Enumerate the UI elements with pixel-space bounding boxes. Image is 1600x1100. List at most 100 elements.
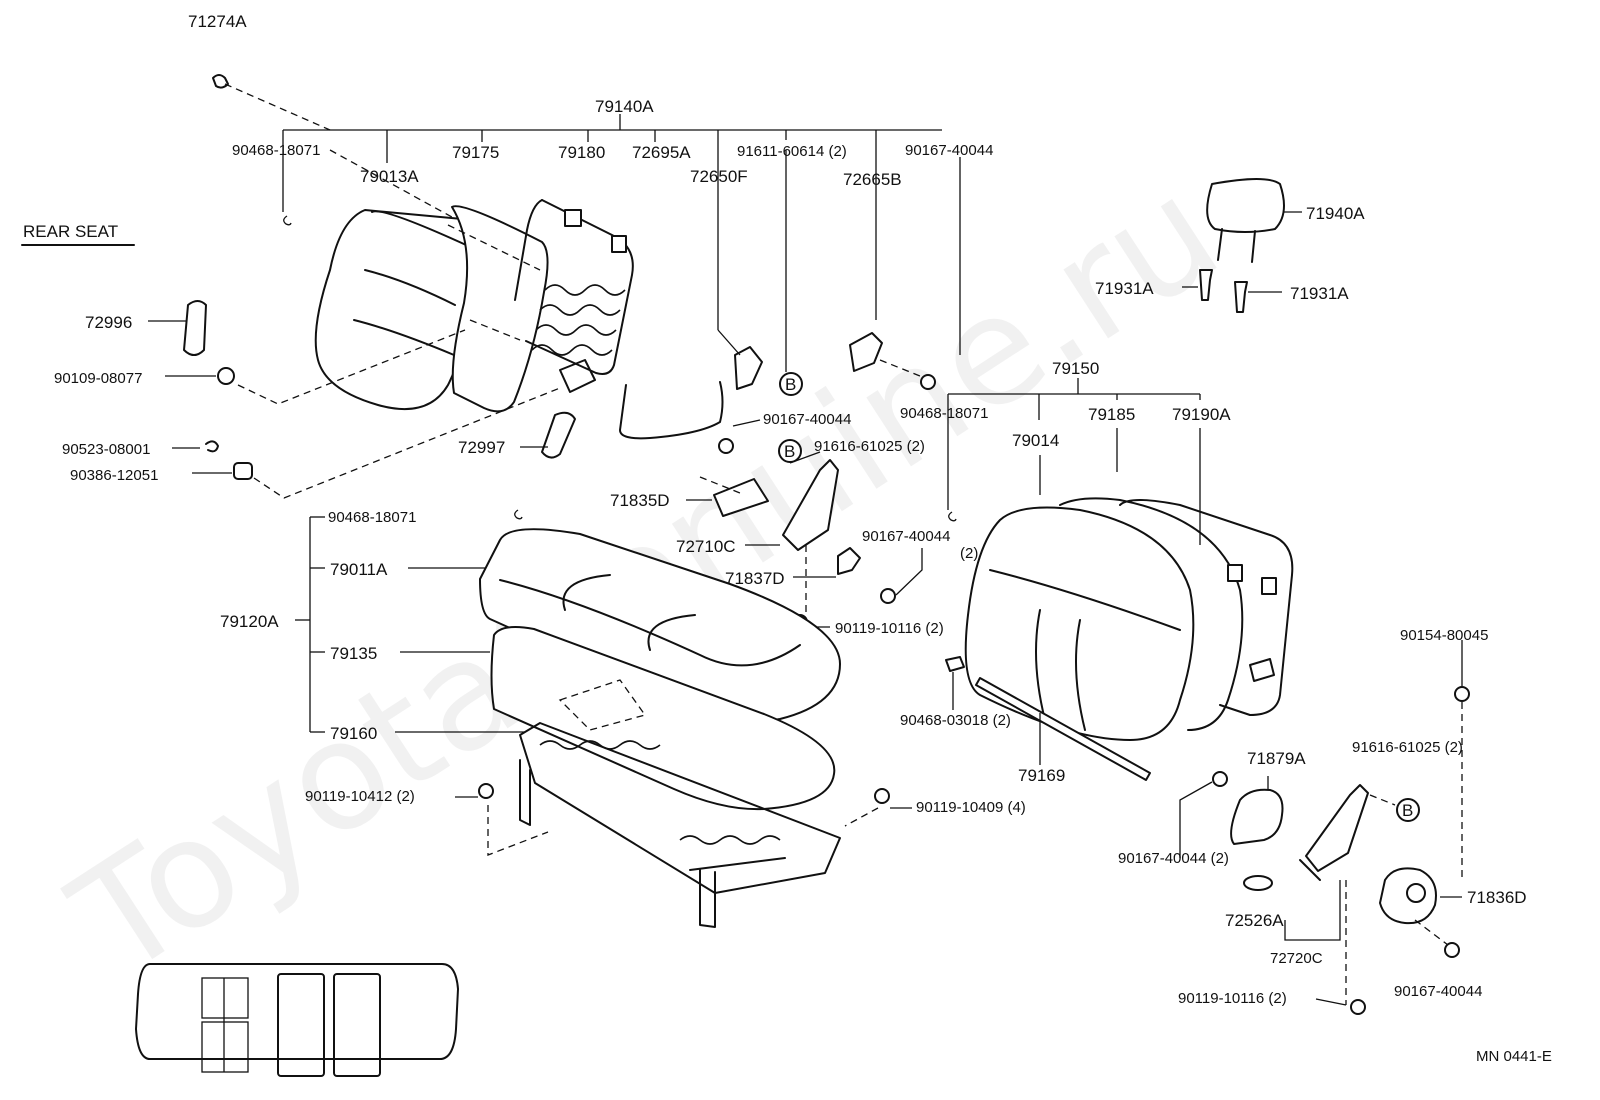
bolt-90167-40044-e	[1444, 942, 1460, 958]
label-71940A: 71940A	[1306, 204, 1365, 223]
ring-72526A	[1243, 875, 1273, 891]
bracket-79150	[947, 378, 1201, 545]
cover-71837D	[793, 547, 861, 578]
label-71931A-left: 71931A	[1095, 279, 1154, 298]
label-90523-08001: 90523-08001	[62, 441, 150, 458]
label-71931A-right: 71931A	[1290, 284, 1349, 303]
label-91616-61025-a: 91616-61025 (2)	[814, 438, 925, 455]
label-90468-18071-a: 90468-18071	[232, 142, 320, 159]
callout-b-middle: B	[778, 439, 802, 463]
cover-71836D	[1379, 867, 1462, 946]
label-72996: 72996	[85, 313, 132, 332]
label-79160: 79160	[330, 724, 377, 743]
clip-90468-03018	[945, 656, 965, 710]
label-90154-80045: 90154-80045	[1400, 627, 1488, 644]
label-90167-40044-c: 90167-40044	[862, 528, 950, 545]
label-90109-08077: 90109-08077	[54, 370, 142, 387]
label-90119-10116-a: 90119-10116 (2)	[835, 620, 944, 637]
label-90468-03018: 90468-03018 (2)	[900, 712, 1011, 729]
label-72650F: 72650F	[690, 167, 748, 186]
label-72665B: 72665B	[843, 170, 902, 189]
label-71836D: 71836D	[1467, 888, 1527, 907]
label-79175: 79175	[452, 143, 499, 162]
label-79150: 79150	[1052, 359, 1099, 378]
label-79180: 79180	[558, 143, 605, 162]
label-72710C: 72710C	[676, 537, 736, 556]
label-90167-40044-d: 90167-40044 (2)	[1118, 850, 1229, 867]
label-79135: 79135	[330, 644, 377, 663]
label-79190A: 79190A	[1172, 405, 1231, 424]
bolt-90109-08077	[165, 329, 466, 405]
bolt-90154-80045	[1454, 640, 1470, 880]
label-72720C: 72720C	[1270, 950, 1323, 967]
seatback-pad-79175	[447, 205, 549, 413]
clip-71274A	[212, 74, 331, 131]
label-79120A: 79120A	[220, 612, 279, 631]
label-90468-18071-c: 90468-18071	[328, 509, 416, 526]
label-90386-12051: 90386-12051	[70, 467, 158, 484]
label-90167-40044-c-qty: (2)	[960, 545, 978, 562]
bracket-79120A	[295, 509, 523, 733]
hook-90468-18071-a	[283, 215, 292, 226]
bolt-90119-10116-b	[1315, 998, 1366, 1015]
label-79011A: 79011A	[330, 560, 388, 579]
cushion-pad-79135	[490, 626, 836, 811]
bolt-90119-10412	[455, 783, 549, 856]
label-79185: 79185	[1088, 405, 1135, 424]
callout-b-upper: B	[779, 150, 803, 396]
label-71879A: 71879A	[1247, 749, 1306, 768]
label-71274A: 71274A	[188, 12, 247, 31]
guide-71931A-right	[1234, 281, 1282, 313]
label-90468-18071-b: 90468-18071	[900, 405, 988, 422]
headrest-71940A	[1206, 178, 1302, 263]
label-90119-10409: 90119-10409 (4)	[916, 799, 1026, 816]
label-79140A: 79140A	[595, 97, 654, 116]
bolt-90167-40044-d	[1179, 771, 1228, 858]
label-72526A: 72526A	[1225, 911, 1284, 930]
hinge-72710C	[745, 451, 839, 551]
seat-locator-icon	[135, 963, 459, 1077]
seatback-frame-79190A	[1119, 499, 1294, 716]
label-79169: 79169	[1018, 766, 1065, 785]
cover-71879A	[1230, 776, 1284, 845]
svg-text:B: B	[785, 375, 796, 394]
bolt-90167-40044-b	[718, 419, 761, 454]
dash-79013A	[329, 149, 531, 261]
label-79014: 79014	[1012, 431, 1059, 450]
seatback-frame-79180	[514, 199, 634, 393]
svg-text:B: B	[1402, 801, 1413, 820]
recliner-72720C	[1284, 784, 1396, 1005]
label-91611-60614: 91611-60614 (2)	[737, 143, 847, 160]
label-90167-40044-b: 90167-40044	[763, 411, 851, 428]
bolt-90167-40044-a	[920, 374, 936, 390]
label-90119-10116-b: 90119-10116 (2)	[1178, 990, 1287, 1007]
cushion-cover-79011A	[479, 528, 841, 723]
section-title: REAR SEAT	[23, 222, 118, 241]
cover-71835D	[686, 476, 769, 517]
clip-90523-08001	[172, 440, 219, 453]
cover-72997	[520, 411, 576, 459]
bracket-72996	[148, 300, 207, 356]
hinge-72665B	[849, 164, 926, 379]
bolt-90167-40044-c	[880, 548, 923, 604]
bracket-79140A	[282, 114, 961, 355]
seat-frame-79160	[519, 722, 841, 928]
label-90167-40044-e: 90167-40044	[1394, 983, 1482, 1000]
diagram-code: MN 0441-E	[1476, 1048, 1552, 1065]
seatback-cover-79014	[964, 506, 1195, 741]
label-72997: 72997	[458, 438, 505, 457]
callout-b-right: B	[1396, 798, 1420, 822]
label-91616-61025-b: 91616-61025 (2)	[1352, 739, 1463, 756]
label-71837D: 71837D	[725, 569, 785, 588]
guide-71931A-left	[1182, 269, 1213, 301]
bolt-90119-10409	[844, 788, 912, 827]
label-79013A: 79013A	[360, 167, 419, 186]
striker-72650F	[717, 160, 763, 390]
label-72695A: 72695A	[632, 143, 691, 162]
bushing-90386-12051	[192, 387, 561, 499]
release-cable-72695A	[619, 381, 724, 440]
rod-79169	[975, 677, 1151, 781]
label-90167-40044-a: 90167-40044	[905, 142, 993, 159]
label-71835D: 71835D	[610, 491, 670, 510]
